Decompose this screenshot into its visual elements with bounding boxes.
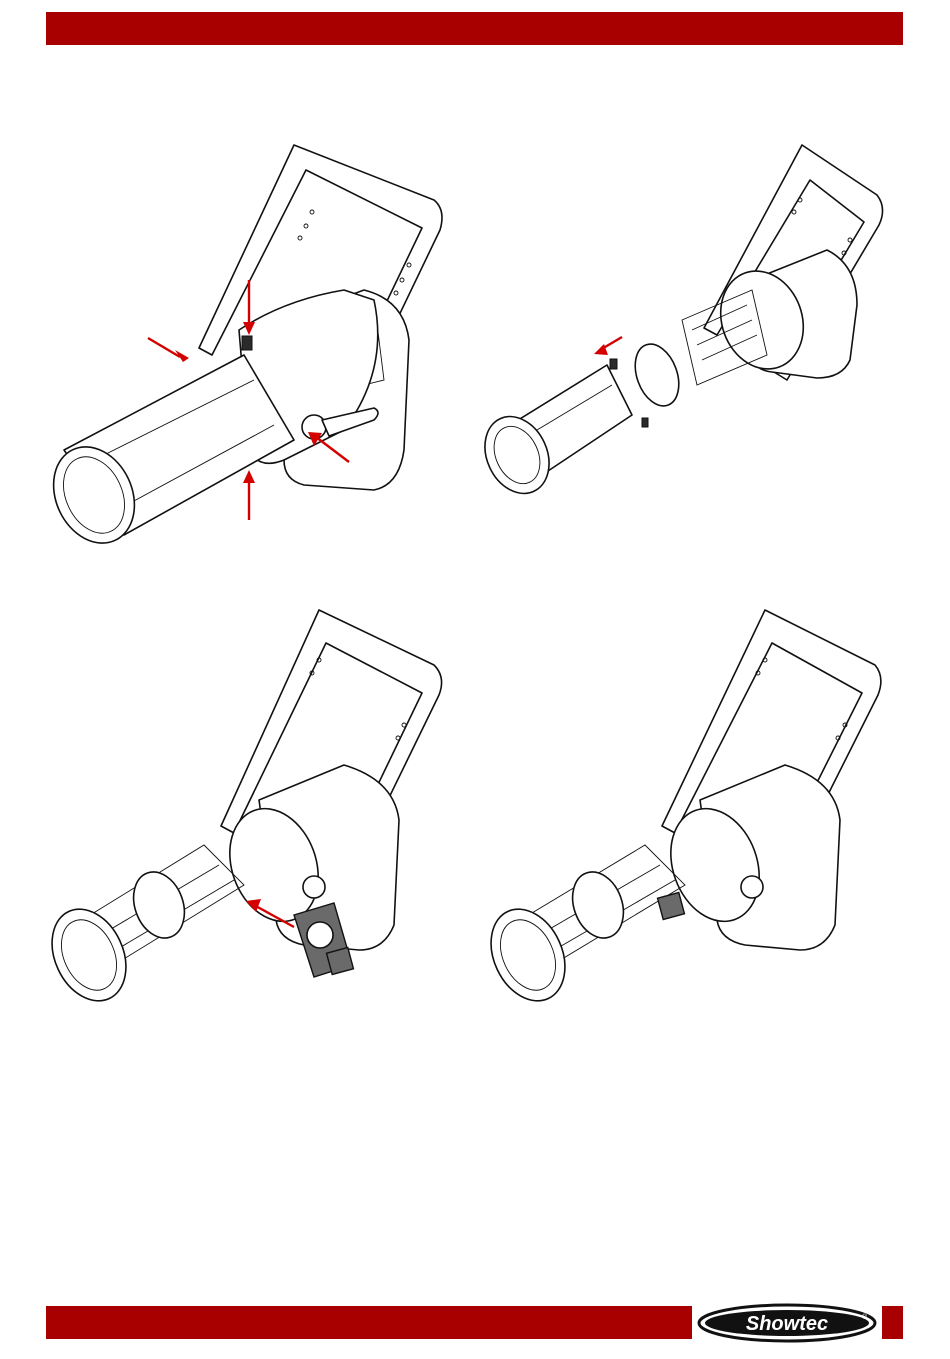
figure-gobo-holder-inserted	[480, 605, 890, 1030]
footer-bar-tail	[882, 1306, 903, 1339]
svg-text:®: ®	[862, 1313, 868, 1321]
header-bar	[46, 12, 903, 45]
footer-bar	[46, 1306, 692, 1339]
svg-text:Showtec: Showtec	[746, 1313, 828, 1335]
figure-assembled-fixture	[44, 140, 444, 550]
showtec-logo: Showtec ®	[696, 1302, 878, 1344]
figure-gobo-holder-inserting	[44, 605, 444, 1030]
figure-lens-tube-removed	[482, 140, 892, 550]
